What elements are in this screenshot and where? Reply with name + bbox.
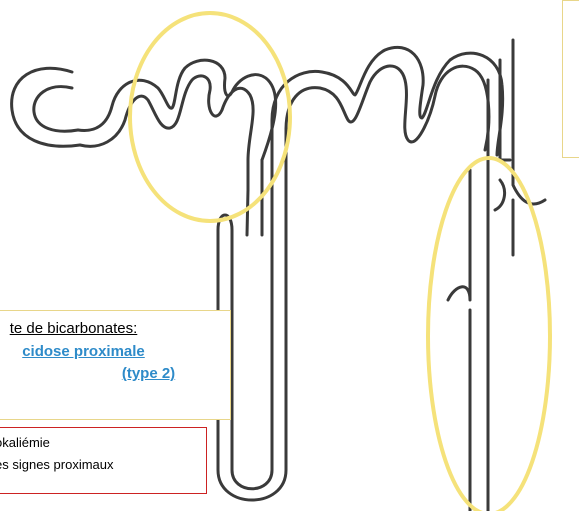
signs-box: okaliémie es signes proximaux xyxy=(0,427,207,494)
signs-item-proximal-signs: es signes proximaux xyxy=(0,454,206,476)
distal-convoluted-tubule xyxy=(272,47,503,235)
bicarbonate-loss-title: te de bicarbonates: xyxy=(0,320,230,337)
proximal-acidosis-link[interactable]: cidose proximale xyxy=(0,341,230,363)
type2-link[interactable]: (type 2) xyxy=(67,363,230,385)
signs-item-kalemia: okaliémie xyxy=(0,432,206,454)
proximal-convoluted-tubule xyxy=(78,60,276,160)
top-right-box xyxy=(562,0,579,158)
highlight-ellipse-proximal xyxy=(130,13,290,221)
bicarbonate-loss-box: te de bicarbonates: cidose proximale (ty… xyxy=(0,310,231,420)
bowman-capsule xyxy=(12,68,80,146)
collecting-duct xyxy=(448,40,545,511)
